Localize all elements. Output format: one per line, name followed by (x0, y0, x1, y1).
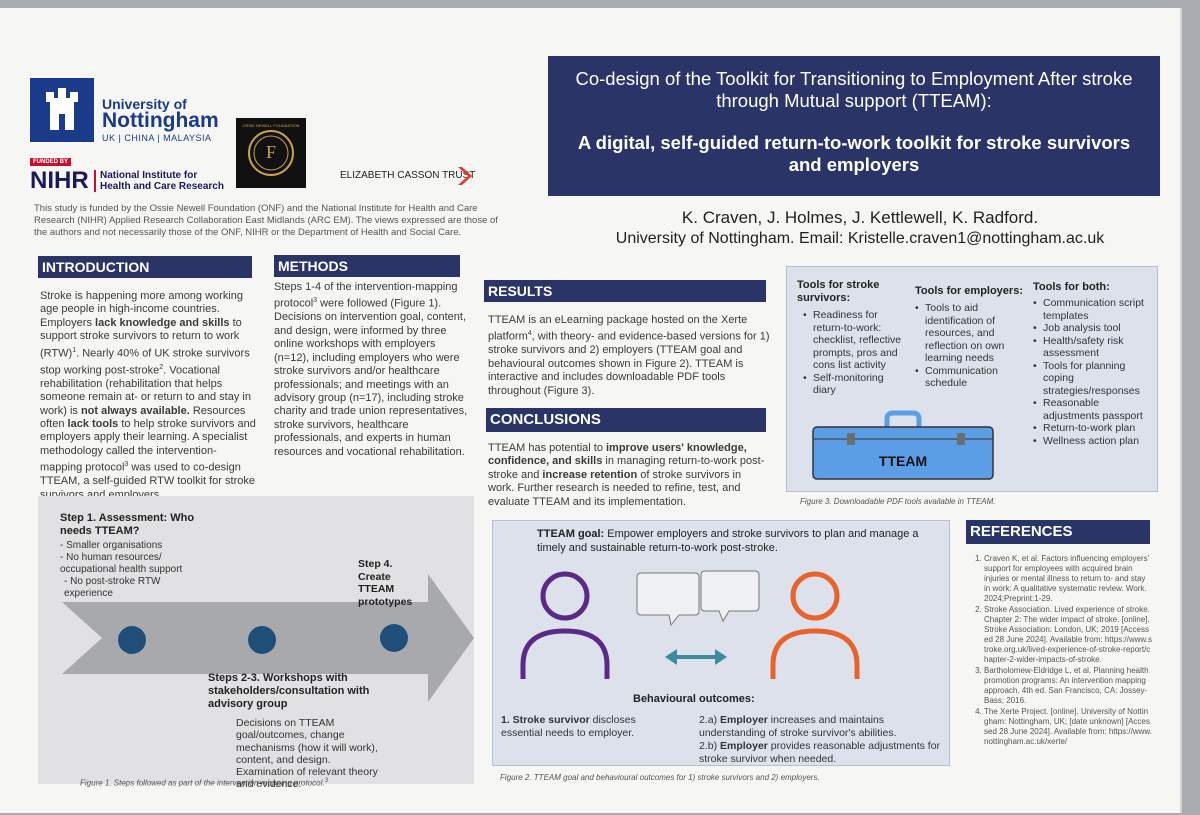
employer-tool-item: Communication schedule (915, 365, 1025, 390)
survivor-tools: Tools for stroke survivors: Readiness fo… (797, 279, 907, 397)
employer-tools-heading: Tools for employers: (915, 285, 1023, 297)
speech-bubble-right-icon (700, 570, 760, 623)
figure2-caption: Figure 2. TTEAM goal and behavioural out… (500, 773, 820, 782)
behavioural-heading: Behavioural outcomes: (633, 693, 755, 705)
double-arrow-icon (665, 649, 727, 665)
speech-bubble-left-icon (636, 572, 700, 627)
stroke-survivor-person-icon (520, 571, 610, 679)
conclusions-heading: CONCLUSIONS (486, 408, 766, 432)
toolbox-icon: TTEAM (811, 409, 995, 483)
step23-text: Decisions on TTEAM goal/outcomes, change… (236, 717, 378, 791)
step1-marker (118, 626, 146, 654)
toolbox-label: TTEAM (878, 453, 928, 469)
methods-text: Steps 1-4 of the intervention-mapping pr… (274, 281, 468, 458)
uon-line2: Nottingham (102, 109, 219, 132)
title-line2: A digital, self-guided return-to-work to… (577, 132, 1131, 175)
uon-line1: University of (102, 96, 187, 112)
both-tool-item: Reasonable adjustments passport (1033, 397, 1155, 422)
figure2-panel: TTEAM goal: Empower employers and stroke… (492, 520, 950, 766)
nihr-name-line2: Health and Care Research (100, 181, 224, 192)
onf-ring-text: OSSIE NEWELL FOUNDATION (242, 123, 300, 128)
both-tools: Tools for both: Communication script tem… (1033, 281, 1155, 447)
reference-item: Bartholomew-Eldridge L, et al. Planning … (984, 666, 1152, 706)
results-heading: RESULTS (484, 280, 766, 302)
authors: K. Craven, J. Holmes, J. Kettlewell, K. … (681, 208, 1039, 227)
title-box: Co-design of the Toolkit for Transitioni… (548, 56, 1160, 196)
both-tool-item: Communication script templates (1033, 297, 1155, 322)
tteam-goal: TTEAM goal: Empower employers and stroke… (537, 528, 919, 554)
employer-person-icon (770, 571, 860, 679)
methods-heading: METHODS (274, 255, 460, 277)
figure1-caption: Figure 1. Steps followed as part of the … (80, 778, 328, 788)
introduction-text: Stroke is happening more among working a… (40, 290, 256, 501)
onf-ring-icon (248, 130, 294, 176)
survivor-tool-item: Self-monitoring diary (803, 372, 907, 397)
onf-logo: F OSSIE NEWELL FOUNDATION (236, 118, 306, 188)
reference-item: Craven K, et al. Factors influencing emp… (984, 554, 1152, 604)
references-heading: REFERENCES (966, 520, 1150, 544)
reference-item: Stroke Association. Lived experience of … (984, 605, 1152, 665)
nihr-funded-label: FUNDED BY (30, 158, 72, 166)
casson-arrow-icon (458, 167, 472, 185)
title-line1: Co-design of the Toolkit for Transitioni… (575, 68, 1133, 111)
poster: University of Nottingham UK | CHINA | MA… (0, 8, 1182, 813)
survivor-tool-item: Readiness for return-to-work: checklist,… (803, 309, 907, 372)
both-tool-item: Job analysis tool (1033, 322, 1155, 335)
introduction-heading: INTRODUCTION (38, 256, 252, 278)
figure1-panel: Step 1. Assessment: Who needs TTEAM? - S… (38, 496, 474, 790)
employer-tool-item: Tools to aid identification of resources… (915, 302, 1025, 365)
references-list: Craven K, et al. Factors influencing emp… (984, 554, 1152, 747)
funding-statement: This study is funded by the Ossie Newell… (34, 203, 498, 238)
both-tool-item: Wellness action plan (1033, 435, 1155, 448)
nihr-wordmark: NIHR (30, 167, 89, 194)
nihr-logo: FUNDED BY NIHR National Institute for He… (30, 158, 230, 198)
figure3-panel: Tools for stroke survivors: Readiness fo… (786, 266, 1158, 492)
both-tool-item: Return-to-work plan (1033, 422, 1155, 435)
survivor-tools-heading: Tools for stroke survivors: (797, 279, 880, 304)
casson-text: ELIZABETH CASSON TRUST (340, 170, 476, 181)
outcome-1: 1. Stroke survivor discloses essential n… (501, 714, 636, 739)
both-tools-heading: Tools for both: (1033, 281, 1110, 293)
casson-logo: ELIZABETH CASSON TRUST (340, 165, 480, 187)
step1-items: - Smaller organisations - No human resou… (60, 540, 183, 599)
figure3-caption: Figure 3. Downloadable PDF tools availab… (800, 497, 996, 506)
both-tool-item: Health/safety risk assessment (1033, 335, 1155, 360)
onf-mark: F (265, 142, 276, 162)
step1-title: Step 1. Assessment: Who needs TTEAM? (60, 512, 195, 537)
step4-marker (380, 624, 408, 652)
employer-tools: Tools for employers: Tools to aid identi… (915, 285, 1025, 390)
outcome-2b: 2.b) Employer provides reasonable adjust… (699, 740, 941, 765)
reference-item: The Xerte Project. [online]. University … (984, 707, 1152, 747)
affiliation: University of Nottingham. Email: Kristel… (615, 230, 1105, 247)
both-tool-item: Tools for planning coping strategies/res… (1033, 360, 1155, 398)
nihr-name-line1: National Institute for (100, 170, 198, 181)
step4-title: Step 4. Create TTEAM prototypes (358, 558, 413, 608)
step23-marker (248, 626, 276, 654)
castle-icon (30, 78, 94, 142)
uon-line3: UK | CHINA | MALAYSIA (102, 133, 212, 143)
outcome-2a: 2.a) Employer increases and maintains un… (699, 714, 897, 739)
step23-title: Steps 2-3. Workshops with stakeholders/c… (208, 672, 370, 710)
uon-logo: University of Nottingham UK | CHINA | MA… (30, 78, 220, 148)
conclusions-text: TTEAM has potential to improve users' kn… (488, 442, 765, 508)
results-text: TTEAM is an eLearning package hosted on … (488, 314, 770, 397)
